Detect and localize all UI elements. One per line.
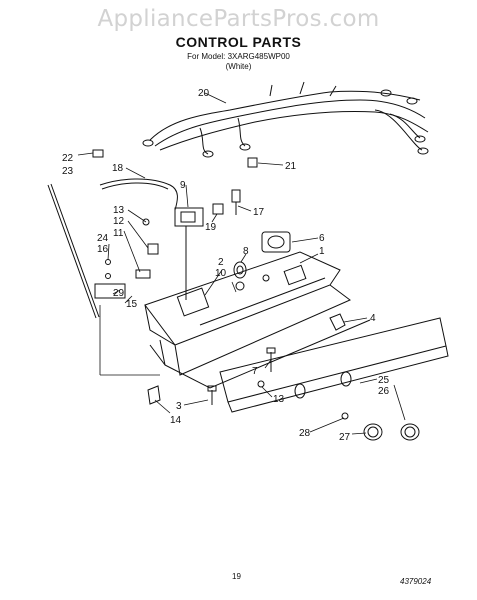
callout-17: 17: [253, 207, 265, 218]
callout-19: 19: [205, 222, 217, 233]
diagram-title: CONTROL PARTS: [175, 34, 302, 50]
callout-14: 14: [170, 415, 182, 426]
part-22-clip: [92, 149, 104, 158]
part-19-bracket: [212, 203, 224, 215]
leader-lines: [77, 92, 406, 435]
part-9-thermostat: [174, 207, 204, 300]
model-line: For Model: 3XARG485WP00: [187, 52, 290, 61]
callout-25: 25: [378, 375, 390, 386]
callout-21: 21: [285, 161, 297, 172]
callout-22: 22: [62, 153, 74, 164]
callout-15: 15: [126, 299, 138, 310]
callout-24: 24: [97, 233, 109, 244]
part-17-bracket: [231, 189, 241, 215]
wire-harness: [142, 81, 429, 158]
callout-18: 18: [112, 163, 124, 174]
part-6-switch: [261, 231, 291, 253]
control-knobs: [341, 412, 420, 441]
callout-2: 2: [218, 257, 224, 268]
callout-11: 11: [113, 228, 124, 239]
callout-8: 8: [243, 246, 249, 257]
callout-4: 4: [370, 313, 376, 324]
document-number: 4379024: [400, 577, 432, 586]
part-8-bushing: [233, 261, 247, 279]
callout-3: 3: [176, 401, 182, 412]
lower-hardware: [147, 380, 265, 405]
callout-16: 16: [97, 244, 109, 255]
page-number: 19: [232, 572, 241, 581]
part-25-front-panel: [219, 317, 449, 413]
part-18-tube: [99, 178, 178, 211]
callout-7: 7: [252, 366, 258, 377]
callout-12: 12: [113, 216, 125, 227]
callout-10: 10: [215, 268, 227, 279]
callout-29: 29: [113, 288, 125, 299]
control-housing: [144, 251, 371, 389]
color-line: (White): [225, 62, 252, 71]
part-7-screw: [266, 347, 276, 372]
callout-23: 23: [62, 166, 74, 177]
callout-13-bottom: 13: [273, 394, 285, 405]
callout-1: 1: [319, 246, 325, 257]
callout-6: 6: [319, 233, 325, 244]
callout-26: 26: [378, 386, 390, 397]
part-21-clip: [247, 157, 258, 168]
part-4-clip: [329, 313, 346, 331]
callout-20: 20: [198, 88, 210, 99]
callout-labels: 20 22 23 18 9 21 13 12 11 24 16 29 15 17…: [62, 88, 390, 443]
left-hardware: [94, 218, 159, 299]
part-23-rod: [47, 183, 100, 319]
site-watermark: AppliancePartsPros.com: [97, 6, 380, 32]
callout-13-top: 13: [113, 205, 125, 216]
callout-27: 27: [339, 432, 351, 443]
callout-9: 9: [180, 180, 186, 191]
callout-28: 28: [299, 428, 311, 439]
